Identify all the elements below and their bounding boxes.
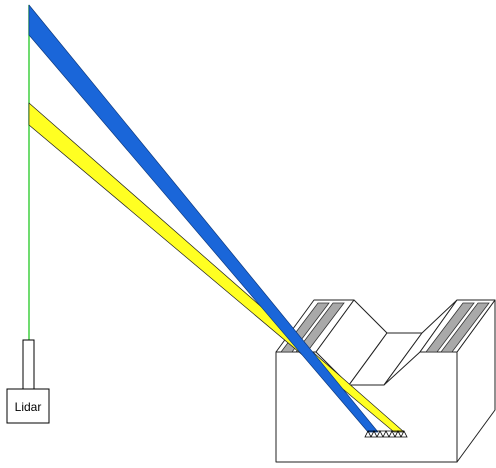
lidar-box [6, 388, 50, 424]
receiver-array [364, 430, 408, 438]
lidar-label: Lidar [15, 400, 42, 414]
right-groove-1 [425, 302, 475, 353]
receiver-ticks [364, 430, 408, 438]
lidar-device: Lidar [6, 339, 50, 424]
yellow-beam [28, 102, 405, 433]
right-groove-2 [440, 302, 490, 353]
lidar-post [22, 339, 35, 390]
blue-beam [28, 4, 379, 433]
